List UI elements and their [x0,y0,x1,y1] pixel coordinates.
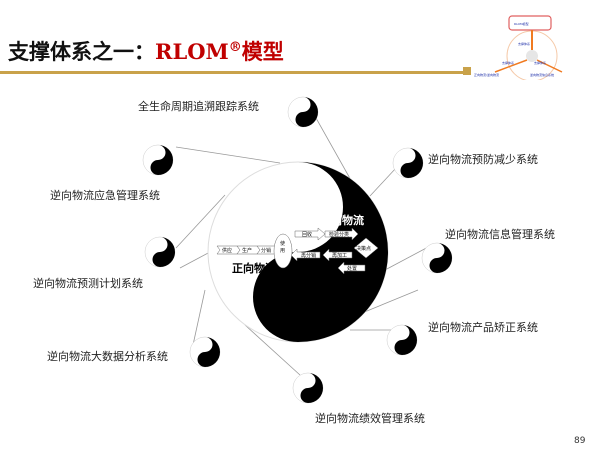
flow-step: 处置 [347,266,358,272]
system-label: 全生命周期追溯跟踪系统 [138,100,259,113]
inset-spoke-label: 支撑体系 [518,42,531,46]
system-label: 逆向物流绩效管理系统 [315,412,425,425]
flow-step: 生产 [242,248,253,254]
flow-step: 供应 [222,248,233,254]
inset-box-label: RLOM模型 [514,22,529,26]
inset-spoke-label: 支撑体系 [502,61,515,65]
system-label: 逆向物流预测计划系统 [33,277,143,290]
title-divider [0,71,470,74]
system-label: 逆向物流应急管理系统 [50,189,160,202]
page-title: 支撑体系之一：RLOM®模型 [8,36,284,66]
title-brand: RLOM® [155,39,242,64]
system-label: 逆向物流产品矫正系统 [428,321,538,334]
system-label: 逆向物流信息管理系统 [445,228,555,241]
inset-spoke-label: 支撑体系 [534,61,547,65]
inset-diagram [494,15,563,80]
inset-left-label: 正向物流/逆向物流 [474,73,500,77]
flow-step: 再加工 [332,253,348,259]
title-prefix: 支撑体系之一： [8,39,155,64]
flow-step: 回收 [302,232,313,238]
forward-logistics-label: 正向物流 [232,262,276,275]
system-label: 逆向物流大数据分析系统 [47,350,168,363]
registered-mark: ® [228,40,242,55]
flow-use: 使用 [280,241,286,254]
reverse-logistics-label: 逆向物流 [320,214,364,227]
flow-step: 决策点 [356,246,372,252]
flow-step: 检验分类 [329,232,350,238]
brand-text: RLOM [155,39,229,64]
title-suffix: 模型 [241,39,284,64]
flow-step: 再分销 [301,253,317,259]
flow-step: 分销 [261,248,272,254]
gold-square [463,67,471,75]
inset-right-label: 逆向物流信息系统 [530,73,555,77]
page-number: 89 [574,436,586,446]
system-label: 逆向物流预防减少系统 [428,153,538,166]
